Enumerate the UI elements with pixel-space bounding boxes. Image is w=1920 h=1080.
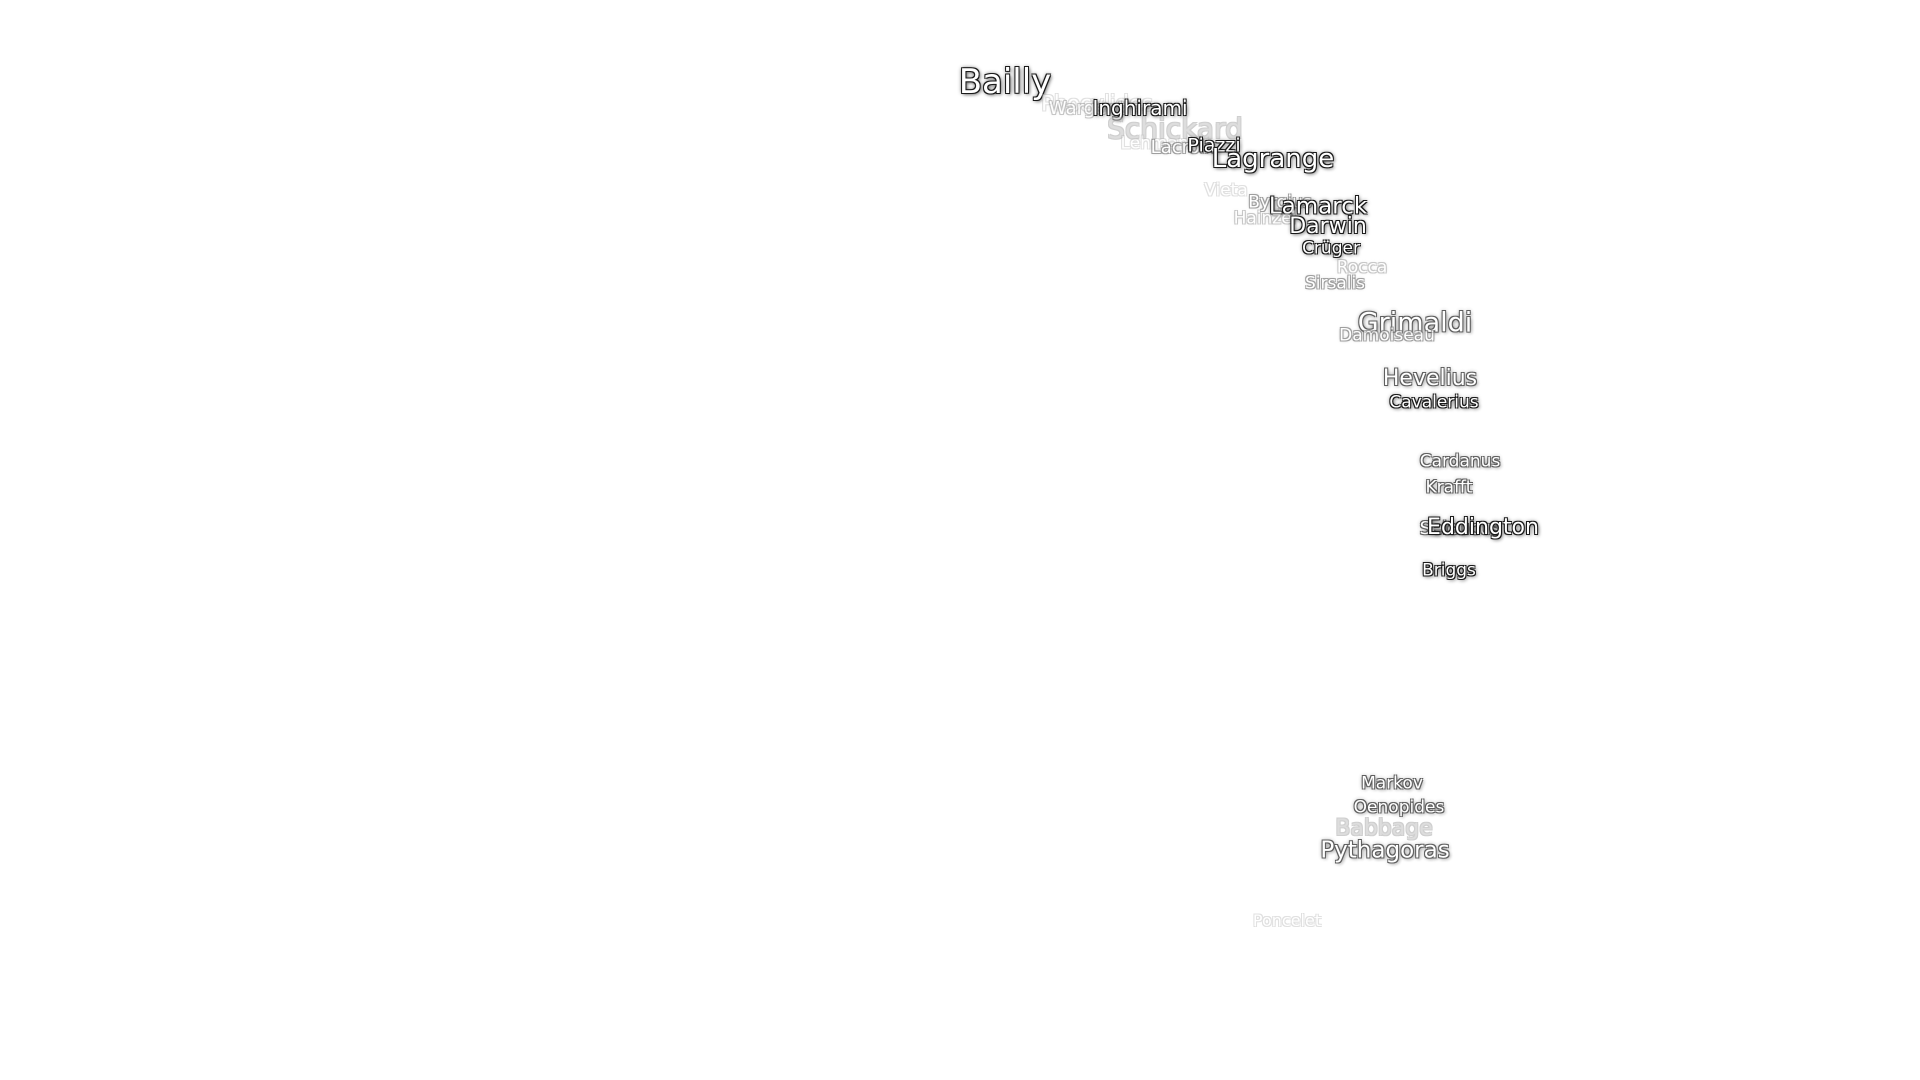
crater-label-inghirami[interactable]: Inghirami xyxy=(1092,96,1188,120)
crater-label-lagrange[interactable]: Lagrange xyxy=(1211,144,1335,174)
crater-label-byrgius[interactable]: Byrgius xyxy=(1248,192,1312,213)
crater-label-briggs[interactable]: Briggs xyxy=(1422,560,1476,581)
crater-label-poncelet[interactable]: Poncelet xyxy=(1252,911,1322,930)
crater-label-cardanus[interactable]: Cardanus xyxy=(1419,451,1501,472)
crater-label-vieta[interactable]: Vieta xyxy=(1204,180,1248,201)
crater-label-lamarck[interactable]: Lamarck xyxy=(1268,193,1368,220)
crater-label-pythagoras[interactable]: Pythagoras xyxy=(1320,837,1450,864)
crater-label-lacroix[interactable]: Lacroix xyxy=(1150,137,1216,158)
crater-label-schickard[interactable]: Schickard xyxy=(1107,112,1243,145)
crater-label-lehmann[interactable]: Lehmann xyxy=(1120,133,1200,154)
crater-label-cruger[interactable]: Crüger xyxy=(1302,238,1360,259)
crater-label-sirsalis[interactable]: Sirsalis xyxy=(1304,273,1366,294)
crater-label-markov[interactable]: Markov xyxy=(1361,773,1423,794)
crater-label-piazzi[interactable]: Piazzi xyxy=(1187,134,1241,157)
crater-label-seleucus[interactable]: Seleucus xyxy=(1419,518,1501,539)
crater-label-darwin[interactable]: Darwin xyxy=(1289,214,1367,239)
crater-label-hevelius[interactable]: Hevelius xyxy=(1382,366,1478,391)
crater-label-wargentin[interactable]: Wargentin xyxy=(1048,98,1142,119)
crater-label-oenopides[interactable]: Oenopides xyxy=(1353,797,1445,818)
crater-label-hainzel[interactable]: Hainzel xyxy=(1233,208,1297,229)
crater-label-rocca[interactable]: Rocca xyxy=(1336,257,1388,278)
crater-label-cavalerius[interactable]: Cavalerius xyxy=(1389,392,1479,413)
crater-label-babbage[interactable]: Babbage xyxy=(1335,816,1433,841)
crater-label-eddington[interactable]: Eddington xyxy=(1427,515,1539,540)
crater-label-grimaldi[interactable]: Grimaldi xyxy=(1357,307,1473,339)
crater-label-bailly[interactable]: Bailly xyxy=(958,62,1052,102)
crater-label-krafft[interactable]: Krafft xyxy=(1425,477,1473,498)
crater-label-phocylides[interactable]: Phocylides xyxy=(1041,91,1153,116)
crater-label-damoiseau[interactable]: Damoiseau xyxy=(1339,325,1435,346)
